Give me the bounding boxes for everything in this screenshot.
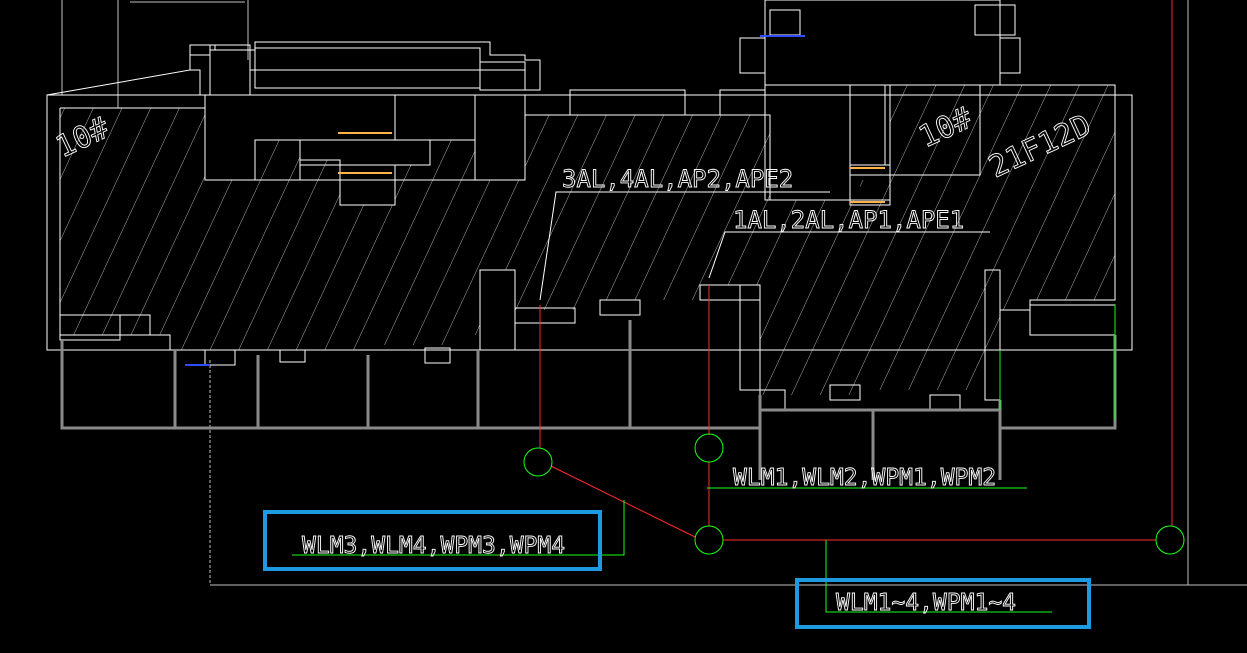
callout-feeder-right: WLM1,WLM2,WPM1,WPM2 (733, 465, 996, 491)
callout-main-trunk: WLM1~4,WPM1~4 (836, 590, 1016, 616)
leader-lines (292, 305, 1116, 613)
accent-lines (185, 35, 885, 366)
callout-leaders (539, 191, 990, 301)
site-boundary (61, 0, 1247, 586)
highlight-box-left (263, 510, 602, 571)
lower-walls (60, 320, 1117, 480)
manhole-1 (523, 447, 553, 477)
highlight-boxes (263, 510, 1091, 629)
cable-routes (539, 0, 1173, 541)
manhole-3 (694, 525, 724, 555)
highlight-box-right (795, 578, 1091, 629)
manhole-4 (1155, 525, 1185, 555)
callout-lower-riser: 1AL,2AL,AP1,APE1 (733, 206, 964, 234)
manholes (523, 433, 1185, 555)
manhole-2 (694, 433, 724, 463)
callout-feeder-left: WLM3,WLM4,WPM3,WPM4 (302, 533, 565, 559)
building-outline (46, 0, 1133, 411)
callout-upper-riser: 3AL,4AL,AP2,APE2 (562, 165, 793, 193)
